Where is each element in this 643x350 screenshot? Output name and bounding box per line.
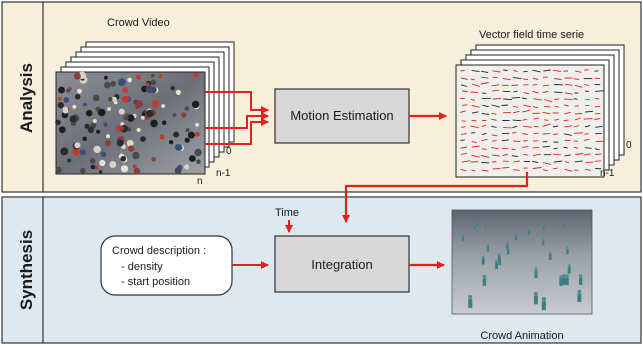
crowd-animation-label: Crowd Animation bbox=[480, 330, 563, 342]
field-index-0: 0 bbox=[626, 140, 632, 151]
crowd-description-start-position: - start position bbox=[121, 276, 190, 288]
vector-field-label: Vector field time serie bbox=[479, 29, 584, 41]
crowd-description-box: Crowd description : - density - start po… bbox=[101, 236, 232, 295]
synthesis-label: Synthesis bbox=[17, 230, 36, 310]
vector-field-frame bbox=[456, 65, 604, 177]
motion-estimation-label: Motion Estimation bbox=[290, 108, 393, 123]
integration-label: Integration bbox=[311, 257, 372, 272]
analysis-label: Analysis bbox=[17, 63, 36, 133]
crowd-description-title: Crowd description : bbox=[112, 245, 206, 257]
stack-index-n-1: n-1 bbox=[216, 168, 231, 179]
stack-index-0: 0 bbox=[226, 146, 232, 157]
time-label: Time bbox=[275, 207, 299, 219]
field-index-n-1: n-1 bbox=[600, 168, 615, 179]
motion-estimation-box: Motion Estimation bbox=[275, 89, 409, 143]
integration-box: Integration bbox=[275, 236, 409, 292]
crowd-description-density: - density bbox=[121, 261, 163, 273]
crowd-animation-image bbox=[452, 210, 592, 314]
crowd-video-label: Crowd Video bbox=[107, 17, 170, 29]
stack-index-n: n bbox=[197, 176, 203, 187]
vector-field-stack: Vector field time serie 0 n-1 bbox=[456, 29, 632, 179]
crowd-video-frame bbox=[56, 72, 205, 174]
